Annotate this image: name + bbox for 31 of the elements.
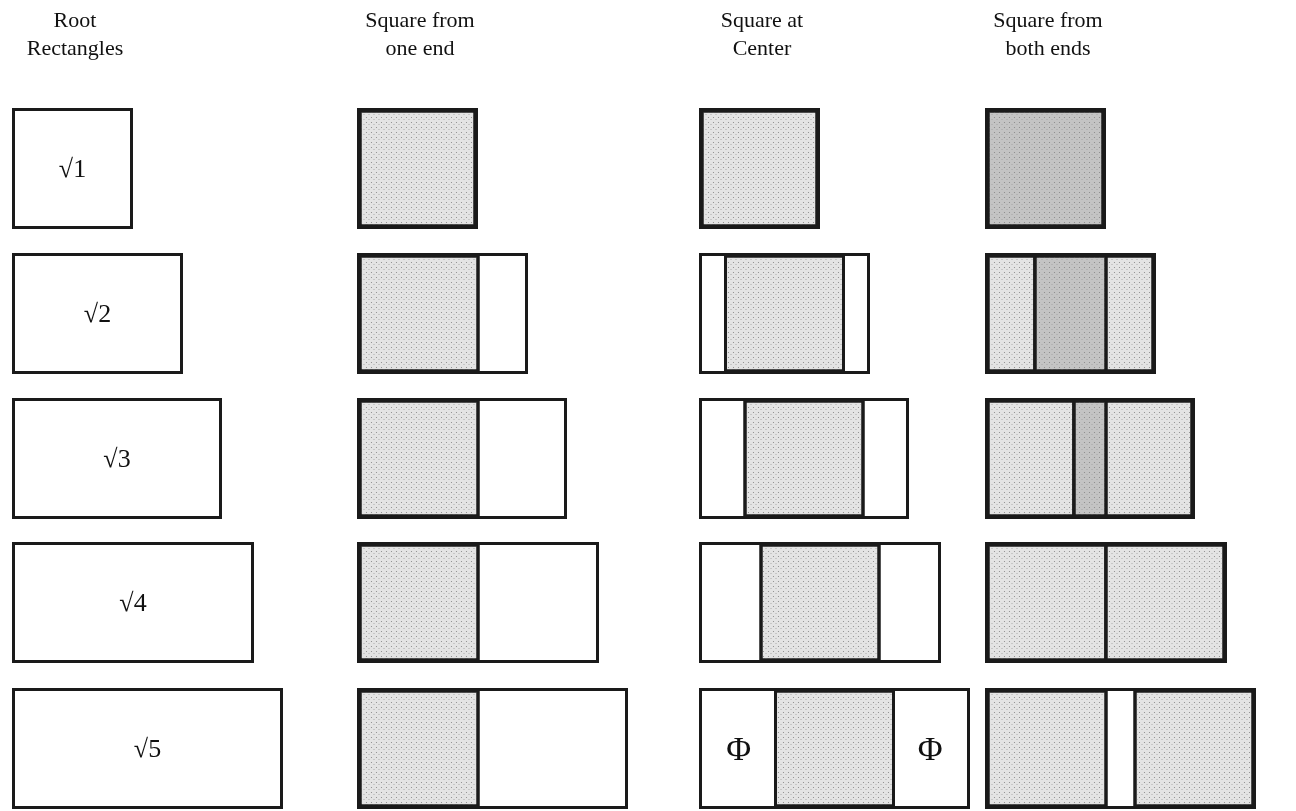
- divided-rectangle: [699, 108, 820, 229]
- divided-rectangle: [985, 688, 1256, 809]
- column-heading: Square at Center: [719, 6, 805, 62]
- root-label: √5: [133, 733, 162, 764]
- column-heading: Square from one end: [364, 6, 476, 62]
- column-heading: Square from both ends: [992, 6, 1104, 62]
- divided-rectangle: [699, 688, 970, 809]
- divided-rectangle: [357, 253, 528, 374]
- divided-rectangle: [357, 398, 567, 519]
- divided-rectangle: [357, 542, 599, 663]
- root-label: √4: [119, 587, 147, 618]
- root-rectangle: [12, 688, 283, 809]
- divided-rectangle: [985, 253, 1156, 374]
- divided-rectangle: [985, 398, 1195, 519]
- divided-rectangle: [985, 542, 1227, 663]
- column-heading: Root Rectangles: [25, 6, 125, 62]
- root-rectangle: [12, 398, 222, 519]
- divided-rectangle: [699, 253, 870, 374]
- divided-rectangle: [357, 688, 628, 809]
- divided-rectangle: [985, 108, 1106, 229]
- divided-rectangle: [699, 542, 941, 663]
- phi-symbol: Φ: [917, 729, 943, 768]
- root-rectangle: [12, 108, 133, 229]
- divided-rectangle: [357, 108, 478, 229]
- phi-symbol: Φ: [726, 729, 752, 768]
- divided-rectangle: [699, 398, 909, 519]
- root-rectangle: [12, 253, 183, 374]
- root-label: √1: [58, 153, 87, 184]
- root-label: √2: [83, 298, 112, 329]
- root-label: √3: [103, 443, 131, 474]
- root-rectangle: [12, 542, 254, 663]
